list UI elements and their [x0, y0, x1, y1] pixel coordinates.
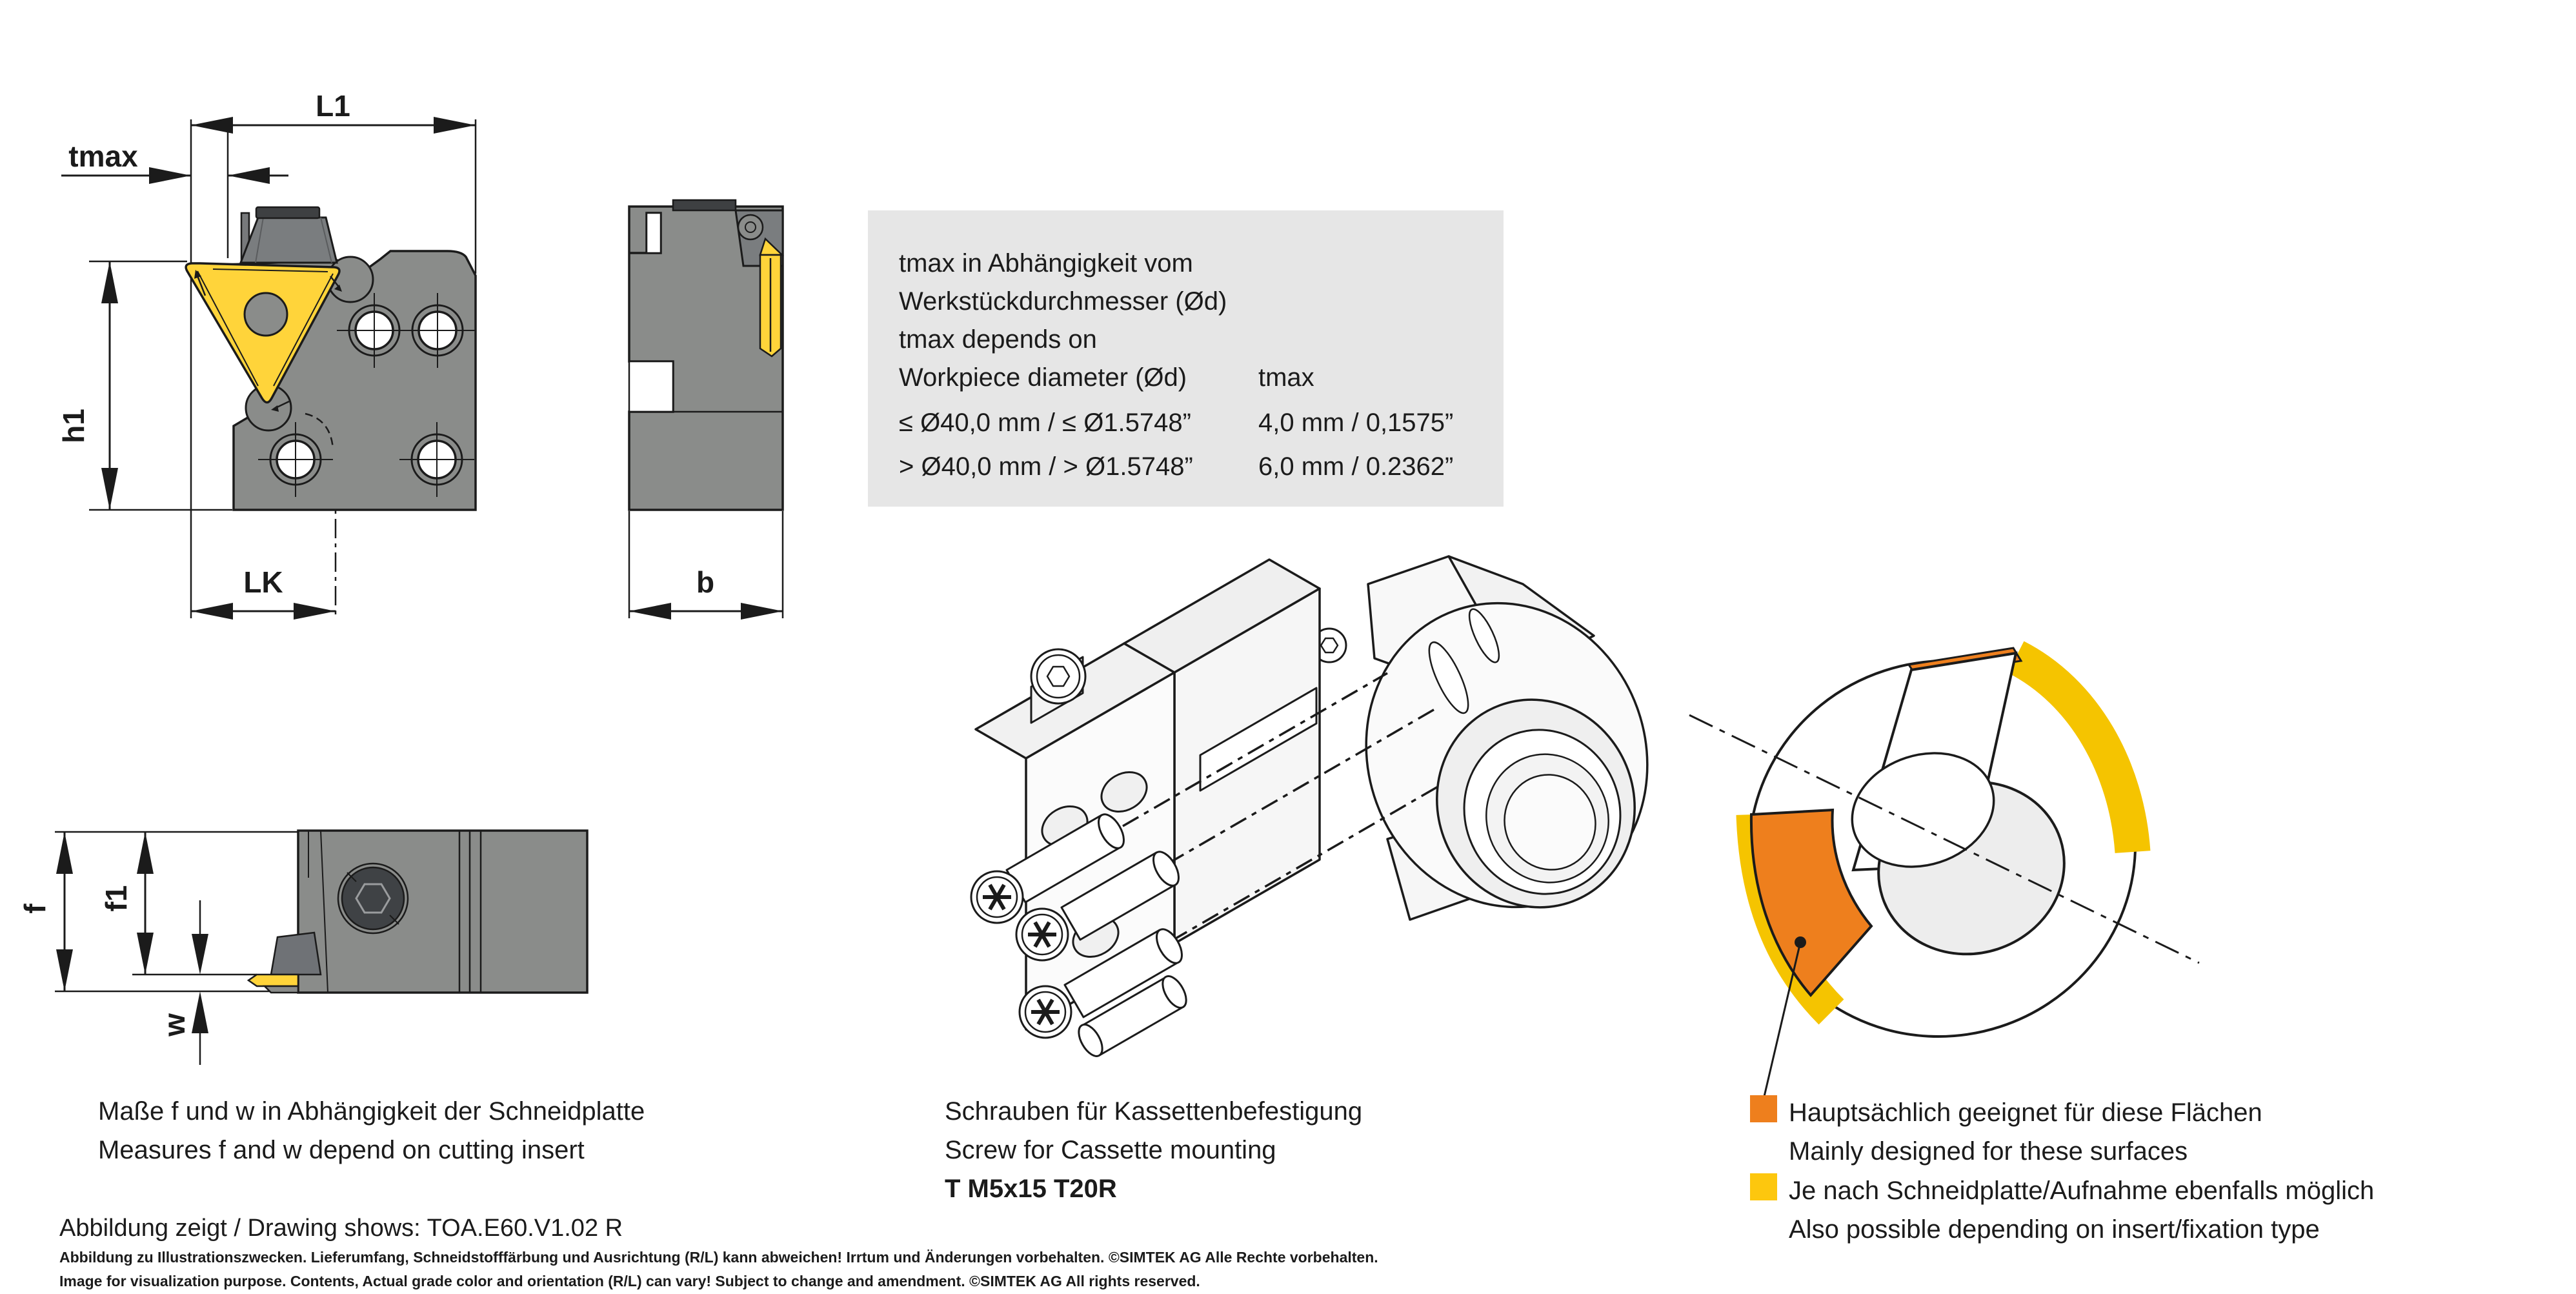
- dim-label-f1: f1: [99, 885, 133, 912]
- legend-orange-en: Mainly designed for these surfaces: [1789, 1137, 2188, 1166]
- side-view-drawing: b: [628, 199, 785, 620]
- ring-yellow-band-top: [2007, 641, 2151, 854]
- info-line-3: tmax depends on: [899, 325, 1097, 354]
- drawing-shows-line: Abbildung zeigt / Drawing shows: TOA.E60…: [59, 1215, 623, 1242]
- torx-screw: [970, 813, 1125, 924]
- legend-yellow-en: Also possible depending on insert/fixati…: [1789, 1215, 2320, 1244]
- screw-note-en: Screw for Cassette mounting: [945, 1136, 1276, 1164]
- info-col1-header: Workpiece diameter (Ød): [899, 363, 1187, 392]
- dim-label-tmax: tmax: [68, 139, 138, 173]
- legend-yellow-de: Je nach Schneidplatte/Aufnahme ebenfalls…: [1789, 1177, 2375, 1205]
- cutting-insert-side: [759, 237, 785, 358]
- dim-label-b: b: [696, 565, 714, 599]
- insert-side-view-drawing: f f1 w: [18, 829, 589, 1065]
- cassette-tongue: [1123, 558, 1321, 945]
- legend-orange-swatch: [1750, 1095, 1777, 1122]
- clamp-finger-side: [270, 931, 322, 976]
- info-row1-diameter: ≤ Ø40,0 mm / ≤ Ø1.5748”: [899, 409, 1191, 437]
- dim-label-f: f: [18, 904, 52, 914]
- ring-seat: [1851, 752, 1995, 868]
- dim-label-w: w: [157, 1013, 191, 1037]
- leader-line: [1762, 936, 1806, 1100]
- cutting-insert-lower-side: [247, 973, 299, 994]
- disclaimer-en: Image for visualization purpose. Content…: [59, 1273, 1200, 1289]
- locating-pin: [1078, 975, 1187, 1057]
- ring-center-axis: [1689, 714, 2200, 964]
- disclaimer-de: Abbildung zu Illustrationszwecken. Liefe…: [59, 1249, 1378, 1266]
- workpiece-ring-drawing: [1689, 641, 2200, 1100]
- assembly-axis-lines: [1122, 672, 1443, 942]
- front-view-drawing: L1 tmax h1 LK: [57, 89, 477, 620]
- screw-note-de: Schrauben für Kassettenbefestigung: [945, 1097, 1363, 1126]
- info-line-2: Werkstückdurchmesser (Ød): [899, 287, 1227, 316]
- dim-label-lk: LK: [243, 565, 283, 599]
- cutting-insert-front: [185, 262, 342, 412]
- info-row1-tmax: 4,0 mm / 0,1575”: [1258, 409, 1454, 437]
- torx-screws: [970, 813, 1187, 1057]
- mounting-holes: [258, 293, 475, 497]
- screw-spec: T M5x15 T20R: [945, 1175, 1117, 1203]
- legend-yellow-swatch: [1750, 1173, 1777, 1200]
- assembly-exploded-drawing: [970, 555, 1649, 1057]
- info-col2-header: tmax: [1258, 363, 1314, 392]
- torx-screw: [1018, 928, 1183, 1039]
- toolholder-body: [1311, 555, 1649, 921]
- info-row2-diameter: > Ø40,0 mm / > Ø1.5748”: [899, 452, 1193, 481]
- info-row2-tmax: 6,0 mm / 0.2362”: [1258, 452, 1454, 481]
- insert-note-de: Maße f und w in Abhängigkeit der Schneid…: [98, 1097, 645, 1126]
- dim-label-h1: h1: [57, 409, 90, 443]
- insert-clamp: [239, 206, 338, 264]
- insert-note-en: Measures f and w depend on cutting inser…: [98, 1136, 585, 1164]
- legend-orange-de: Hauptsächlich geeignet für diese Flächen: [1789, 1098, 2262, 1127]
- dim-label-l1: L1: [316, 89, 350, 123]
- hex-clamp-screw: [337, 862, 409, 935]
- ring-orange-face: [1749, 808, 1873, 998]
- info-line-1: tmax in Abhängigkeit vom: [899, 249, 1193, 278]
- tmax-info-box: [868, 210, 1504, 507]
- torx-screw: [1015, 851, 1180, 962]
